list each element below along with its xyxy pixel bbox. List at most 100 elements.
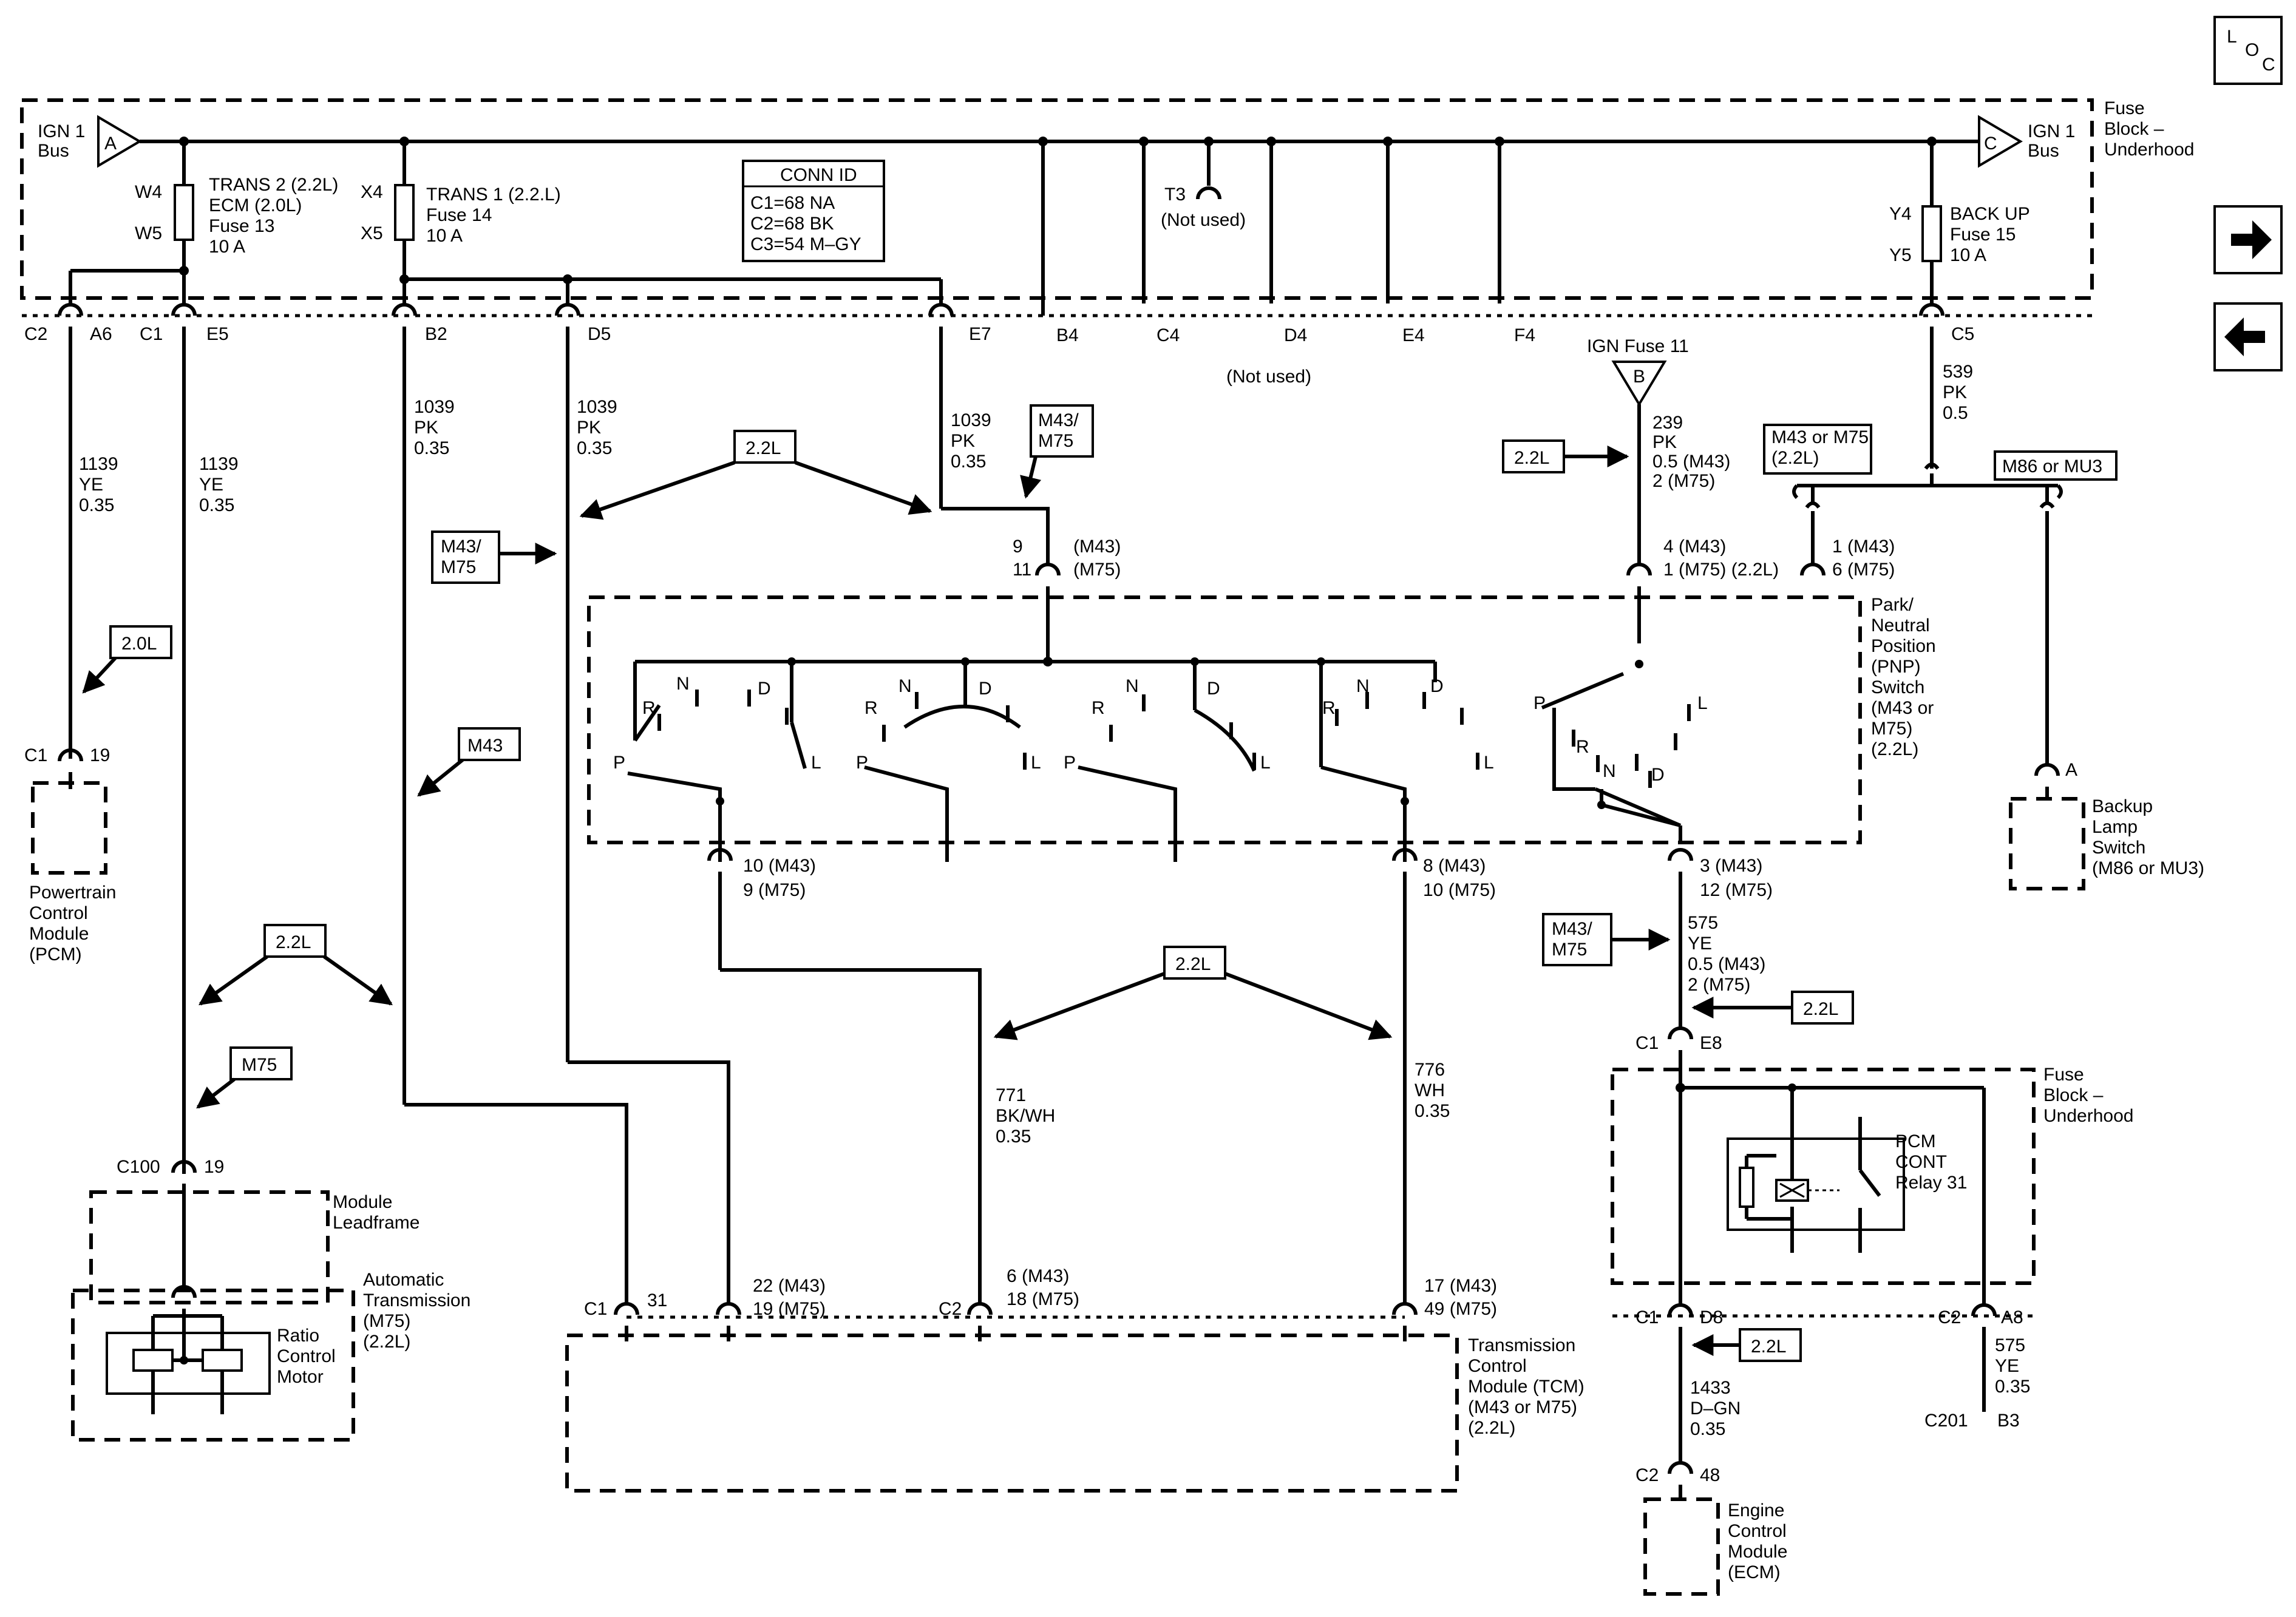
pnp-switch: Park/ Neutral Position (PNP) Switch (M43… <box>587 586 1936 862</box>
tag-2-0l-text: 2.0L <box>121 634 157 654</box>
wire-1139b-color: YE <box>199 475 223 495</box>
ecm-label-4: (ECM) <box>1728 1562 1781 1582</box>
conn-c1-e8: C1 <box>1635 1033 1659 1053</box>
module-leadframe-box <box>89 1190 330 1304</box>
wire-1039b-color: PK <box>577 418 601 438</box>
svg-text:D: D <box>1207 679 1220 699</box>
bus-right-label-1: IGN 1 <box>2028 121 2075 141</box>
conn-id-row-2: C2=68 BK <box>750 214 834 234</box>
fuse13-label-1: TRANS 2 (2.2L) <box>209 175 338 195</box>
c201-conn: C201 <box>1924 1411 1968 1431</box>
pcm-conn: C1 <box>24 745 47 765</box>
ign-fuse11-label: IGN Fuse 11 <box>1587 336 1689 356</box>
module-leadframe-branch: 1139 YE 0.35 2.2L M75 C100 19 Module Lea… <box>71 327 470 1442</box>
pin-e4: E4 <box>1402 325 1425 345</box>
tcm-label-5: (2.2L) <box>1468 1418 1515 1438</box>
svg-text:D: D <box>979 679 992 699</box>
wire-1433-num: 1433 <box>1690 1378 1731 1398</box>
svg-text:P: P <box>856 753 868 773</box>
pnp-title-7: M75) <box>1871 719 1912 739</box>
tcm-pin-17: 17 (M43) <box>1424 1276 1497 1296</box>
tcm-module: C1 31 22 (M43) 19 (M75) C2 6 (M43) 18 (M… <box>565 1062 1584 1493</box>
pnp-pin-9-m43: (M43) <box>1073 537 1121 557</box>
pin-b4: B4 <box>1056 325 1079 345</box>
svg-text:D: D <box>1430 676 1444 696</box>
tag-m43m75-b <box>1030 404 1094 458</box>
wire-539-size: 0.5 <box>1943 403 1968 423</box>
fuse-15 <box>1921 205 1942 262</box>
tag-2-2l-d8-text: 2.2L <box>1751 1337 1786 1357</box>
ign-fuse-11: IGN Fuse 11 B 239 PK 0.5 (M43) 2 (M75) 2… <box>1502 336 1779 580</box>
svg-text:L: L <box>1260 753 1271 773</box>
c100-conn: C100 <box>117 1157 160 1177</box>
pnp-pin-3: 3 (M43) <box>1700 856 1762 876</box>
ecm-label-3: Module <box>1728 1542 1787 1562</box>
pcm-label-3: Module <box>29 924 89 944</box>
wire-239-color: PK <box>1652 432 1677 452</box>
tag-m43m75-b-text1: M43/ <box>1038 410 1079 430</box>
fuse15-pin-top: Y4 <box>1889 204 1912 224</box>
pin-b2: B2 <box>425 324 447 344</box>
wire-1039a-size: 0.35 <box>414 438 449 458</box>
wire-1039c-color: PK <box>951 431 975 451</box>
conn-c1-e5: C1 <box>140 324 163 344</box>
pin-a6: A6 <box>90 324 112 344</box>
tag-m43-or-m75-text2: (2.2L) <box>1771 448 1819 468</box>
backup-lamp-label-3: Switch <box>2092 838 2145 858</box>
pnp-r-l: L <box>1697 693 1708 713</box>
wire-1039c-num: 1039 <box>951 410 991 430</box>
pcm-pin: 19 <box>90 745 110 765</box>
tag-2-2l-c1e8-text: 2.2L <box>1803 999 1838 1019</box>
tag-m43m75-b-text2: M75 <box>1038 431 1073 451</box>
wire-1039b-size: 0.35 <box>577 438 612 458</box>
conn-id-row-3: C3=54 M–GY <box>750 234 861 254</box>
wire-539-num: 539 <box>1943 362 1973 382</box>
wire-575a-color: YE <box>1688 934 1712 954</box>
pin-c4: C4 <box>1156 325 1180 345</box>
fuse15-pin-bot: Y5 <box>1889 245 1912 265</box>
forward-arrow-icon[interactable] <box>2213 205 2283 274</box>
svg-text:R: R <box>864 698 878 718</box>
tcm-signal-wires: 2.2L 771 BK/WH 0.35 776 WH 0.35 <box>993 946 1450 1147</box>
tcm-pin-18: 18 (M75) <box>1007 1289 1079 1309</box>
pnp-pin-10: 10 (M43) <box>743 856 816 876</box>
pnp-pin-9-m75: 9 (M75) <box>743 880 806 900</box>
tag-2-2l-right <box>1502 439 1565 473</box>
pcm-label-2: Control <box>29 903 88 923</box>
pnp-title-5: Switch <box>1871 677 1924 697</box>
wire-1039c-size: 0.35 <box>951 452 986 472</box>
bus-left-label-1: IGN 1 <box>38 121 85 141</box>
pnp-r-r: R <box>1576 737 1589 757</box>
tag-2-2l-wires <box>1163 946 1226 980</box>
fuse-block-title-3: Underhood <box>2104 140 2194 160</box>
loc-icon[interactable]: L O C <box>2213 16 2283 85</box>
ecm-branch: 2.2L 1433 D–GN 0.35 C2 48 Engine Control… <box>1635 1327 2030 1596</box>
relay-label-1: PCM <box>1895 1131 1936 1151</box>
tag-m86-mu3 <box>1994 450 2118 481</box>
svg-text:R: R <box>1322 698 1336 718</box>
loc-l: L <box>2227 27 2237 47</box>
svg-text:L: L <box>1031 753 1041 773</box>
motor-label-1: Ratio <box>277 1326 319 1346</box>
fb-bottom-title-1: Fuse <box>2043 1065 2084 1085</box>
wire-1039b-num: 1039 <box>577 397 617 417</box>
conn-c2-a8: C2 <box>1938 1307 1961 1327</box>
wire-771-color: BK/WH <box>996 1106 1055 1126</box>
tag-m75 <box>229 1046 293 1080</box>
pnp-pin-1: 1 (M75) (2.2L) <box>1663 560 1779 580</box>
pin-d4: D4 <box>1284 325 1307 345</box>
conn-c1-d8: C1 <box>1635 1307 1659 1327</box>
svg-text:R: R <box>1092 698 1105 718</box>
ecm-label-1: Engine <box>1728 1500 1784 1520</box>
tag-2-2l-mid-text: 2.2L <box>276 932 311 952</box>
svg-text:N: N <box>676 674 690 694</box>
wire-575b-size: 0.35 <box>1995 1377 2030 1397</box>
tcm-pin-19: 19 (M75) <box>753 1299 826 1319</box>
tag-m43-text: M43 <box>467 736 503 756</box>
fuse15-label-1: BACK UP <box>1950 204 2030 224</box>
pcm-cont-relay: PCM CONT Relay 31 <box>1727 1088 1967 1253</box>
leadframe-label-1: Module <box>333 1192 392 1212</box>
back-arrow-icon[interactable] <box>2213 302 2283 371</box>
svg-text:N: N <box>898 676 912 696</box>
pnp-title-3: Position <box>1871 636 1936 656</box>
